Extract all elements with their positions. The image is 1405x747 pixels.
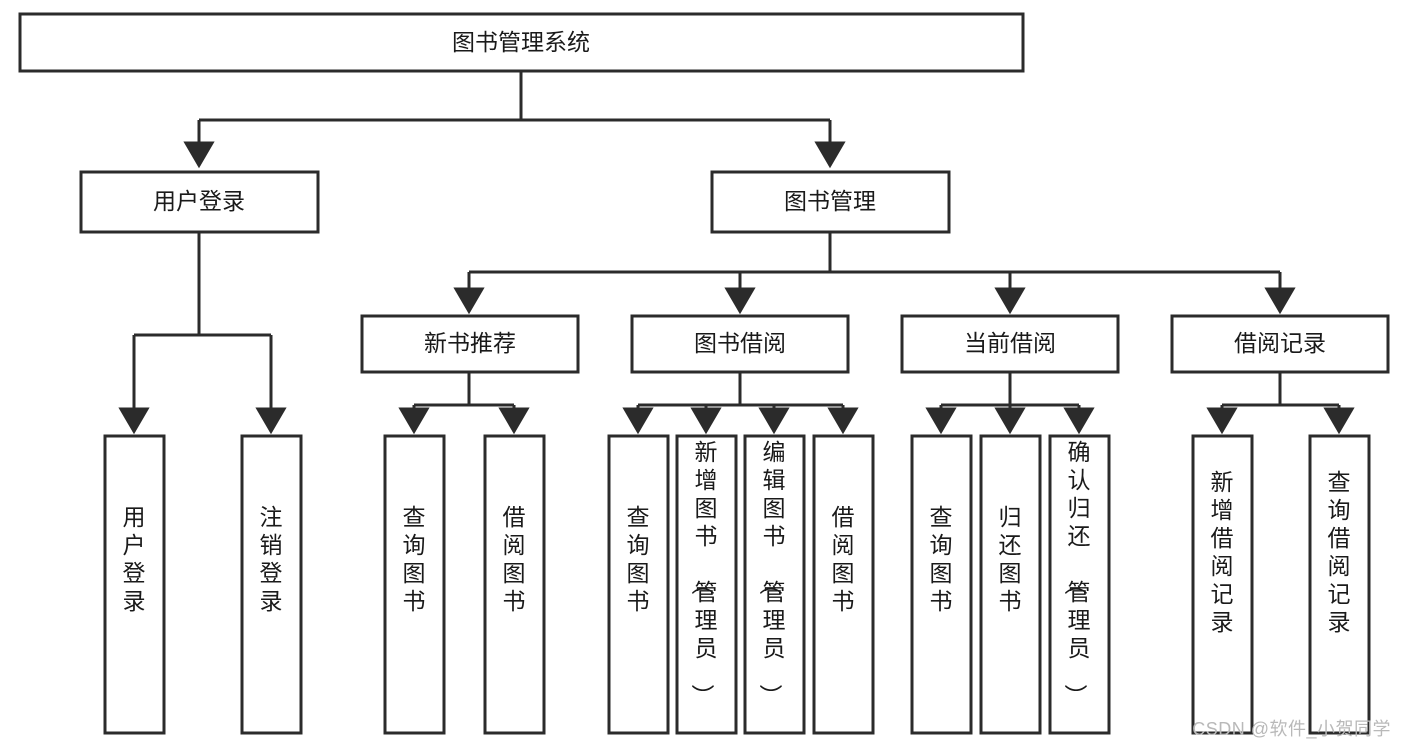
node-leaf-borrow-book-1[interactable]: 借阅图书 [483, 434, 546, 735]
node-borrow-record-box[interactable] [1170, 314, 1390, 374]
connector-group-new-book-recommend [398, 372, 530, 435]
node-user-login-label: 用户登录 [153, 188, 245, 214]
node-book-borrow-box[interactable] [630, 314, 850, 374]
node-leaf-borrow-book-2-label: 借阅图书 [832, 504, 855, 614]
node-leaf-edit-book-admin[interactable]: 编辑图书（管理员） [743, 434, 806, 735]
node-book-borrow[interactable]: 图书借阅 [630, 314, 850, 374]
node-borrow-record[interactable]: 借阅记录 [1170, 314, 1390, 374]
node-leaf-query-book-1-label: 查询图书 [403, 504, 426, 614]
node-leaf-query-book-2[interactable]: 查询图书 [607, 434, 670, 735]
node-user-login[interactable]: 用户登录 [79, 170, 320, 234]
csdn-watermark: CSDN @软件_小贺同学 [1192, 719, 1391, 739]
node-leaf-query-book-3[interactable]: 查询图书 [910, 434, 973, 735]
node-leaf-query-book-3-label: 查询图书 [930, 504, 953, 614]
node-leaf-query-book-2-box[interactable] [607, 434, 670, 735]
node-leaf-return-book-box[interactable] [979, 434, 1042, 735]
node-new-book-recommend[interactable]: 新书推荐 [360, 314, 580, 374]
node-leaf-query-borrow-record[interactable]: 查询借阅记录 [1308, 434, 1371, 735]
connector-group-book-borrow [622, 372, 859, 435]
node-leaf-query-borrow-record-label: 查询借阅记录 [1328, 469, 1351, 635]
node-root-system-label: 图书管理系统 [452, 29, 590, 55]
node-leaf-user-login-box[interactable] [103, 434, 166, 735]
node-current-borrow-box[interactable] [900, 314, 1120, 374]
node-new-book-recommend-box[interactable] [360, 314, 580, 374]
node-book-management-label: 图书管理 [784, 188, 876, 214]
node-user-login-box[interactable] [79, 170, 320, 234]
node-leaf-query-book-3-box[interactable] [910, 434, 973, 735]
node-borrow-record-label: 借阅记录 [1234, 330, 1326, 356]
node-leaf-return-book[interactable]: 归还图书 [979, 434, 1042, 735]
node-leaf-borrow-book-2-box[interactable] [812, 434, 875, 735]
node-leaf-edit-book-admin-box[interactable] [743, 434, 806, 735]
node-leaf-borrow-book-2[interactable]: 借阅图书 [812, 434, 875, 735]
node-book-management[interactable]: 图书管理 [710, 170, 951, 234]
node-book-borrow-label: 图书借阅 [694, 330, 786, 356]
node-root-system[interactable]: 图书管理系统 [18, 12, 1025, 73]
node-leaf-query-book-1-box[interactable] [383, 434, 446, 735]
node-leaf-query-book-2-label: 查询图书 [627, 504, 650, 614]
node-leaf-return-book-label: 归还图书 [999, 504, 1022, 614]
node-leaf-add-book-admin[interactable]: 新增图书（管理员） [675, 434, 738, 735]
node-current-borrow[interactable]: 当前借阅 [900, 314, 1120, 374]
node-leaf-add-borrow-record[interactable]: 新增借阅记录 [1191, 434, 1254, 735]
node-leaf-add-book-admin-box[interactable] [675, 434, 738, 735]
node-root-system-box[interactable] [18, 12, 1025, 73]
node-leaf-add-borrow-record-box[interactable] [1191, 434, 1254, 735]
node-leaf-user-login[interactable]: 用户登录 [103, 434, 166, 735]
node-current-borrow-label: 当前借阅 [964, 330, 1056, 356]
node-leaf-confirm-return-admin-box[interactable] [1048, 434, 1111, 735]
connector-group-current-borrow [925, 372, 1095, 435]
node-leaf-borrow-book-1-box[interactable] [483, 434, 546, 735]
node-leaf-borrow-book-1-label: 借阅图书 [503, 504, 526, 614]
node-leaf-logout-login-box[interactable] [240, 434, 303, 735]
connector-group-book-management [453, 232, 1296, 315]
node-new-book-recommend-label: 新书推荐 [424, 330, 516, 356]
node-leaf-confirm-return-admin[interactable]: 确认归还（管理员） [1048, 434, 1111, 735]
node-leaf-logout-login[interactable]: 注销登录 [240, 434, 303, 735]
connector-group-borrow-record [1206, 372, 1355, 435]
node-leaf-add-book-admin-label: 新增图书（管理员） [690, 439, 718, 707]
connector-group-root [183, 71, 846, 169]
connector-group-user-login [118, 232, 287, 435]
node-leaf-edit-book-admin-label: 编辑图书（管理员） [758, 439, 786, 707]
node-leaf-query-borrow-record-box[interactable] [1308, 434, 1371, 735]
node-leaf-confirm-return-admin-label: 确认归还（管理员） [1063, 439, 1091, 707]
node-leaf-user-login-label: 用户登录 [123, 504, 146, 614]
node-leaf-logout-login-label: 注销登录 [260, 504, 283, 614]
node-leaf-query-book-1[interactable]: 查询图书 [383, 434, 446, 735]
node-book-management-box[interactable] [710, 170, 951, 234]
node-leaf-add-borrow-record-label: 新增借阅记录 [1211, 469, 1234, 635]
